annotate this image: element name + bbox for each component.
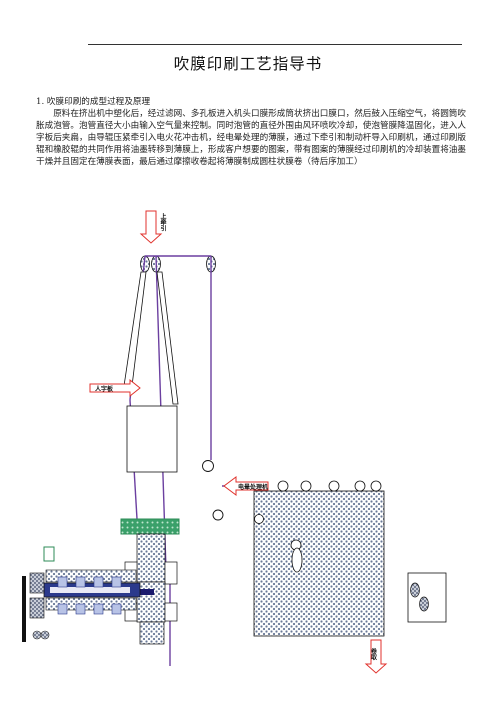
guide-roller (202, 460, 214, 472)
herringbone-label: 人字板 (95, 385, 114, 393)
header-rule (88, 44, 462, 45)
extruder-screw (43, 546, 141, 615)
herringbone-arrow: 人字板 (89, 378, 141, 398)
corona-arrow: 电晕处理机 (223, 476, 269, 496)
process-section: 1. 吹膜印刷的成型过程及原理 原料在挤出机中塑化后，经过滤网、多孔板进入机头口… (36, 96, 466, 169)
winding-arrow: 卷取 (364, 639, 388, 674)
herringbone-boards (123, 271, 179, 405)
blown-film-printing-diagram: 上牵引 人字板 (22, 210, 447, 674)
guide-roller (212, 509, 224, 521)
top-rollers (140, 255, 216, 273)
document-title: 吹膜印刷工艺指导书 (173, 55, 323, 73)
bubble-tube (126, 405, 178, 473)
corona-label: 电晕处理机 (238, 483, 268, 491)
section-heading: 1. 吹膜印刷的成型过程及原理 (36, 97, 151, 107)
winding-unit (407, 572, 447, 623)
winding-label: 卷取 (370, 647, 378, 661)
printing-machine (253, 480, 385, 637)
top-traction-arrow: 上牵引 (139, 210, 166, 244)
section-body: 原料在挤出机中塑化后，经过滤网、多孔板进入机头口膜形成筒状挤出口膜口，然后鼓入压… (36, 109, 466, 168)
die-head (120, 518, 180, 645)
drive-motor (22, 572, 50, 642)
